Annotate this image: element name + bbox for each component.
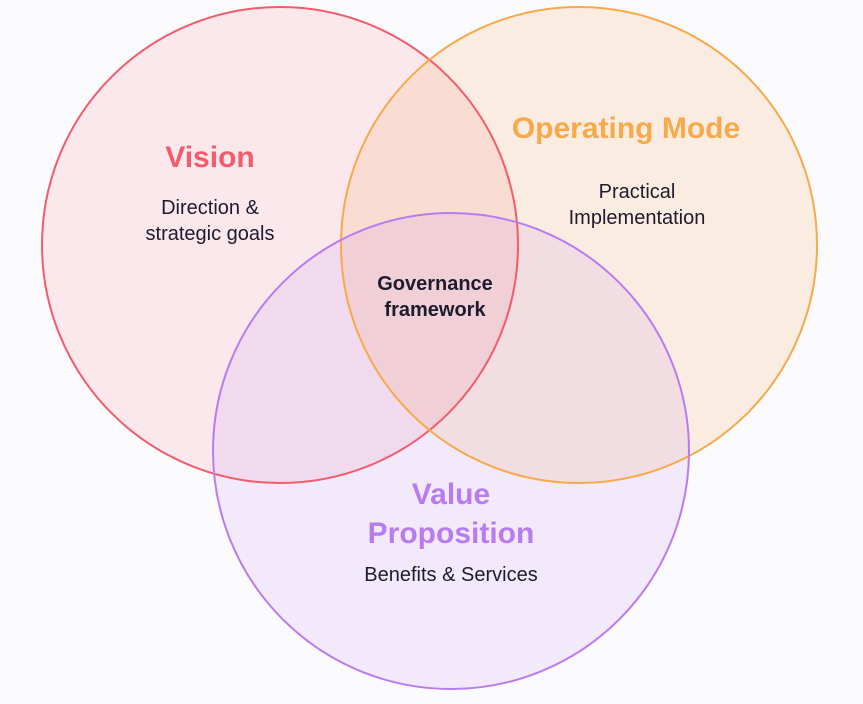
vision-desc-line1: Direction & (161, 197, 259, 219)
vision-desc-line2: strategic goals (146, 223, 275, 245)
center-label-line2: framework (384, 299, 486, 321)
value-proposition-title-line2: Proposition (368, 517, 535, 550)
operating-mode-desc-line1: Practical (599, 181, 676, 203)
vision-title: Vision (165, 141, 254, 174)
value-proposition-circle-outline (212, 212, 690, 690)
vision-circle (42, 7, 518, 483)
value-proposition-circle (213, 213, 689, 689)
value-proposition-title-line1: Value (412, 478, 490, 511)
center-label-line1: Governance (377, 273, 493, 295)
operating-mode-circle-outline (340, 6, 818, 484)
operating-mode-title: Operating Mode (512, 112, 740, 145)
value-proposition-desc: Benefits & Services (364, 564, 537, 586)
operating-mode-circle (341, 7, 817, 483)
vision-circle-outline (41, 6, 519, 484)
operating-mode-desc-line2: Implementation (569, 207, 706, 229)
